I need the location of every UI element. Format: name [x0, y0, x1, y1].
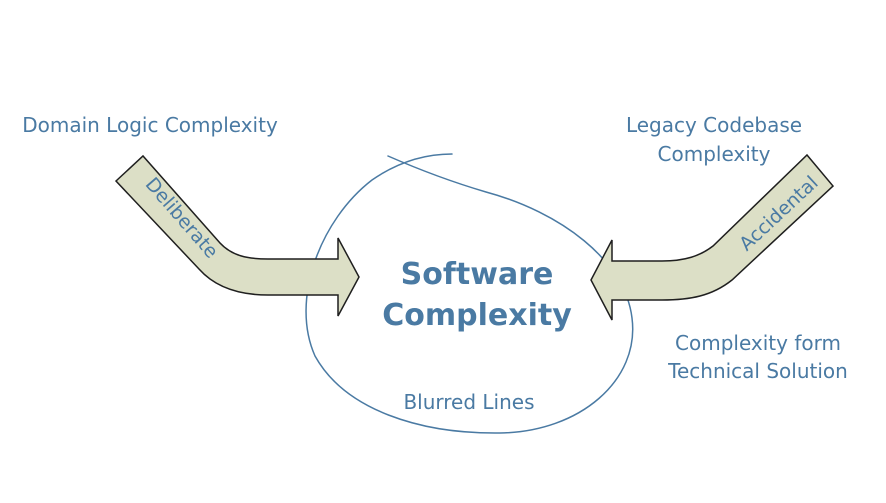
technical-solution-note-line1: Complexity form	[675, 331, 841, 355]
legacy-codebase-label-line1: Legacy Codebase	[626, 113, 802, 137]
center-title-line2: Complexity	[382, 298, 572, 333]
blurred-lines-caption: Blurred Lines	[403, 390, 534, 414]
legacy-codebase-label-line2: Complexity	[658, 142, 771, 166]
accidental-arrow	[590, 153, 835, 321]
domain-logic-label: Domain Logic Complexity	[22, 113, 278, 137]
technical-solution-note-line2: Technical Solution	[667, 359, 848, 383]
center-title-line1: Software	[401, 257, 554, 292]
deliberate-arrow	[114, 154, 360, 317]
complexity-blob-outline	[305, 153, 634, 434]
